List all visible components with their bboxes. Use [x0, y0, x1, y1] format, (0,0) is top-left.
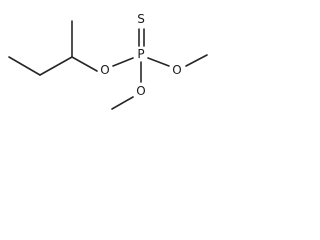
bond-ch-o [71, 56, 98, 72]
bond-p-o-right [147, 57, 170, 67]
atom-oxygen-ester-label: O [100, 63, 109, 77]
atom-oxygen-methoxy-lower-label: O [136, 84, 145, 98]
bond-o-p [112, 57, 134, 67]
atom-phosphorus-label: P [137, 47, 144, 61]
chemical-structure: S P O O O [8, 12, 208, 110]
bond-ethyl-ch3 [8, 56, 41, 76]
bond-o-ch3-lower [111, 96, 134, 110]
atom-sulfur-label: S [137, 12, 145, 26]
bond-o-ch3-right [185, 54, 208, 67]
atom-oxygen-methoxy-right-label: O [172, 63, 181, 77]
bond-ch2-ch [39, 56, 73, 76]
